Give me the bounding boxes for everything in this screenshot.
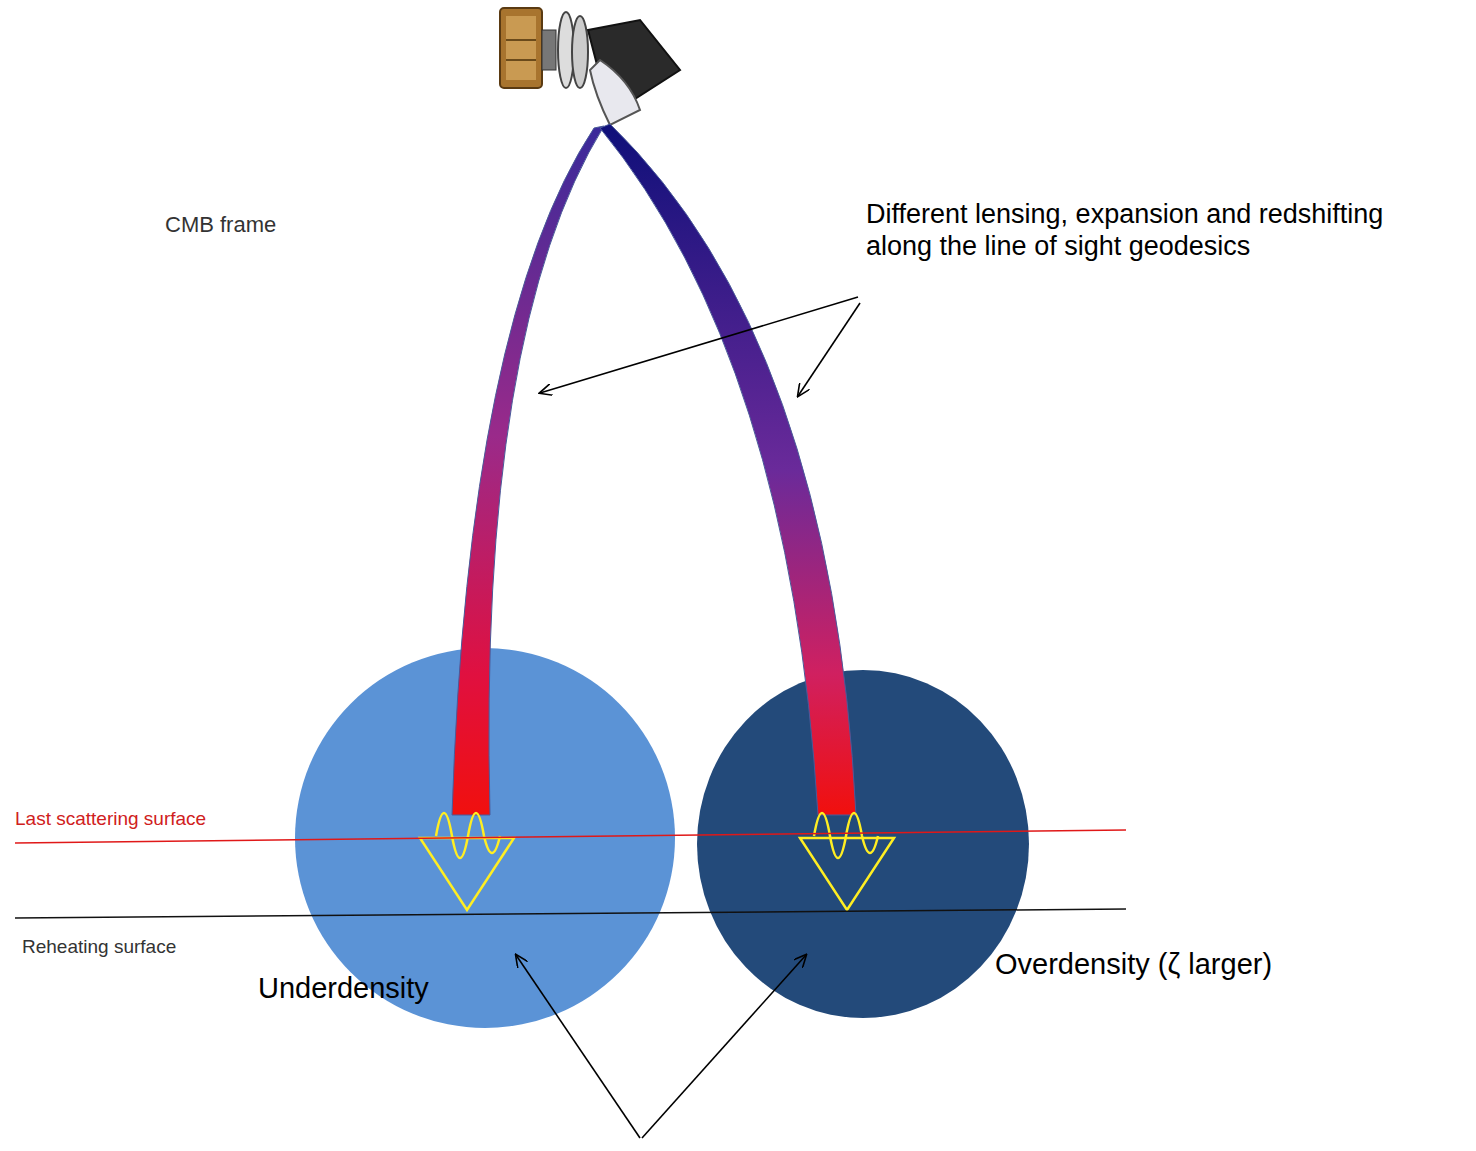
region-label: Overdensity (ζ larger) (995, 948, 1272, 981)
satellite-icon (500, 8, 680, 125)
pointer-arrow (642, 955, 806, 1138)
label-text: Reheating surface (22, 936, 176, 958)
pointer-arrow (516, 955, 640, 1138)
reheating-line (15, 909, 1126, 918)
last-scattering-line (15, 830, 1126, 843)
light-beam (600, 124, 856, 815)
label-text: Last scattering surface (15, 808, 206, 830)
label-text: CMB frame (165, 212, 276, 238)
wave-symbol (420, 813, 894, 910)
region-label: Underdensity (258, 972, 429, 1005)
annotation-text: Different lensing, expansion and redshif… (866, 198, 1406, 263)
leader-line (798, 303, 860, 396)
light-beam (452, 126, 604, 815)
